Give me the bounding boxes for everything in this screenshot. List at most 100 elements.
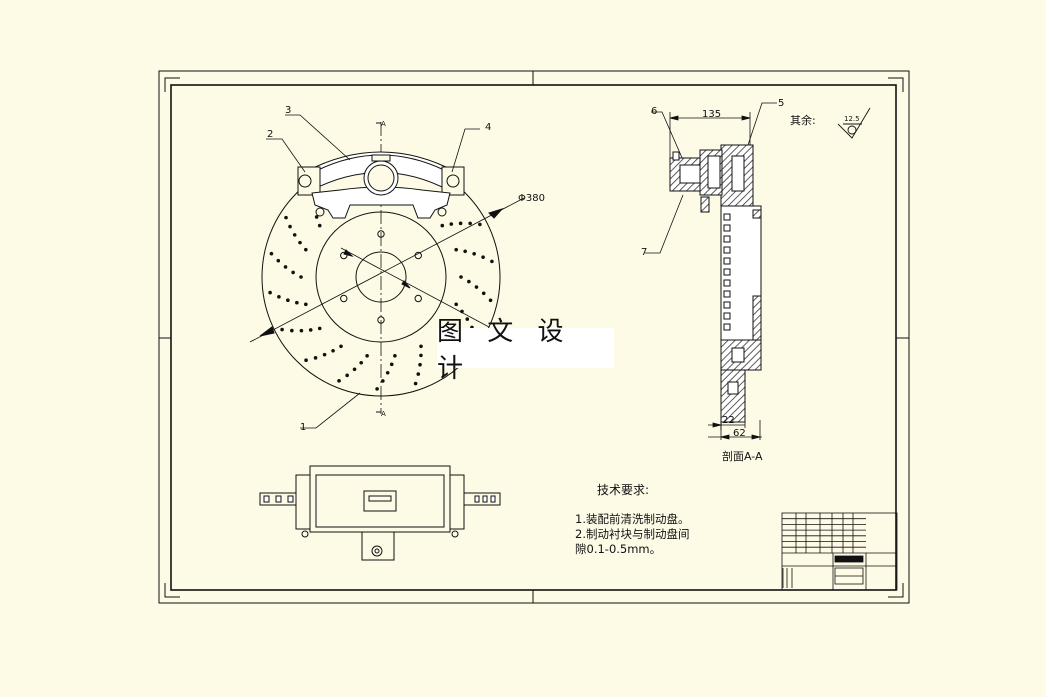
dimension-small: 22 [722,415,735,426]
section-mark-bottom: A [381,410,386,418]
vent-slot [723,268,731,276]
dimension-diameter: Φ380 [518,193,545,204]
notes-line-2: 2.制动衬块与制动盘间 [575,527,690,541]
drawing-labels: 2 3 4 1 6 5 7 A A Φ380 135 22 62 剖面A-A 其… [267,98,860,463]
roughness-label: 其余: [790,113,816,127]
mount-slot [482,495,488,503]
vent-slot [723,246,731,254]
vent-slot [723,323,731,331]
vent-hole [459,275,463,279]
vent-hole [286,298,290,303]
vent-hole [481,291,486,296]
vent-hole [468,221,472,226]
vent-slot [723,290,731,298]
vent-hole [472,251,476,256]
section-mark-top: A [381,120,386,128]
part-number-5: 5 [778,98,784,109]
vent-hole [454,247,458,252]
section-dimensions [669,112,762,440]
caliper-top-view [259,465,501,561]
vent-hole [458,221,463,226]
mount-slot [287,495,294,503]
vent-hole [308,328,313,332]
vent-hole [268,290,272,295]
vent-hole [269,251,274,256]
vent-hole [288,224,292,229]
part-number-6: 6 [651,106,657,117]
technical-notes: 技术要求: 1.装配前清洗制动盘。 2.制动衬块与制动盘间 隙0.1-0.5mm… [575,483,689,557]
vent-hole [481,255,485,259]
vent-hole [449,222,454,226]
roughness-value: 12.5 [844,115,860,123]
vent-hole [419,353,423,358]
vent-hole [337,379,341,383]
title-block [781,512,898,591]
bolt-hole [340,251,348,260]
vent-hole [317,223,322,228]
vent-hole [280,327,284,332]
vent-slot [723,213,731,221]
vent-hole [488,298,493,303]
vent-hole [298,240,302,245]
leader-lines [266,102,777,429]
dimension-total: 62 [733,428,746,439]
vent-hole [413,381,418,386]
vent-hole [416,372,421,376]
vent-hole [463,249,467,254]
part-number-2: 2 [267,129,273,140]
vent-hole [454,302,458,307]
section-label: 剖面A-A [722,449,763,463]
brake-caliper-front [297,151,465,219]
part-number-3: 3 [285,105,291,116]
vent-hole [440,223,445,228]
vent-hole [283,265,288,269]
vent-hole [389,362,394,367]
vent-hole [375,387,379,391]
vent-hole [277,295,281,299]
vent-hole [317,326,322,331]
vent-hole [331,349,335,353]
vent-hole [295,300,299,305]
vent-hole [292,233,297,237]
vent-hole [304,247,308,252]
vent-slot [723,235,731,243]
vent-hole [490,259,494,264]
vent-hole [299,328,304,333]
part-number-1: 1 [300,422,306,433]
vent-hole [314,215,319,219]
vent-hole [339,344,343,349]
vent-hole [418,362,422,367]
bolt-hole [414,294,422,303]
vent-slot [723,312,731,320]
vent-hole [304,358,308,363]
mount-slot [263,495,270,503]
vent-hole [313,356,318,360]
vent-hole [365,353,369,358]
vent-hole [284,215,288,220]
vent-slot [723,301,731,309]
vent-hole [291,270,295,275]
vent-hole [345,373,349,378]
vent-hole [359,360,364,365]
vent-slot [723,279,731,287]
vent-hole [419,344,423,349]
vent-hole [381,379,385,383]
notes-line-3: 隙0.1-0.5mm。 [575,542,662,556]
brake-disc-front-view [249,122,525,414]
vent-hole [474,285,479,289]
notes-title: 技术要求: [597,483,650,497]
section-view-a-a [669,144,762,430]
part-number-4: 4 [485,122,491,133]
mount-slot [474,495,480,503]
notes-line-1: 1.装配前清洗制动盘。 [575,512,690,526]
vent-hole [467,279,471,284]
part-number-7: 7 [641,247,647,258]
vent-hole [352,367,357,372]
vent-hole [465,317,470,321]
vent-slot [723,224,731,232]
vent-hole [299,275,303,279]
vent-hole [276,258,281,263]
watermark-stamp: 图 文 设 计 [437,317,614,384]
vent-hole [304,302,308,307]
